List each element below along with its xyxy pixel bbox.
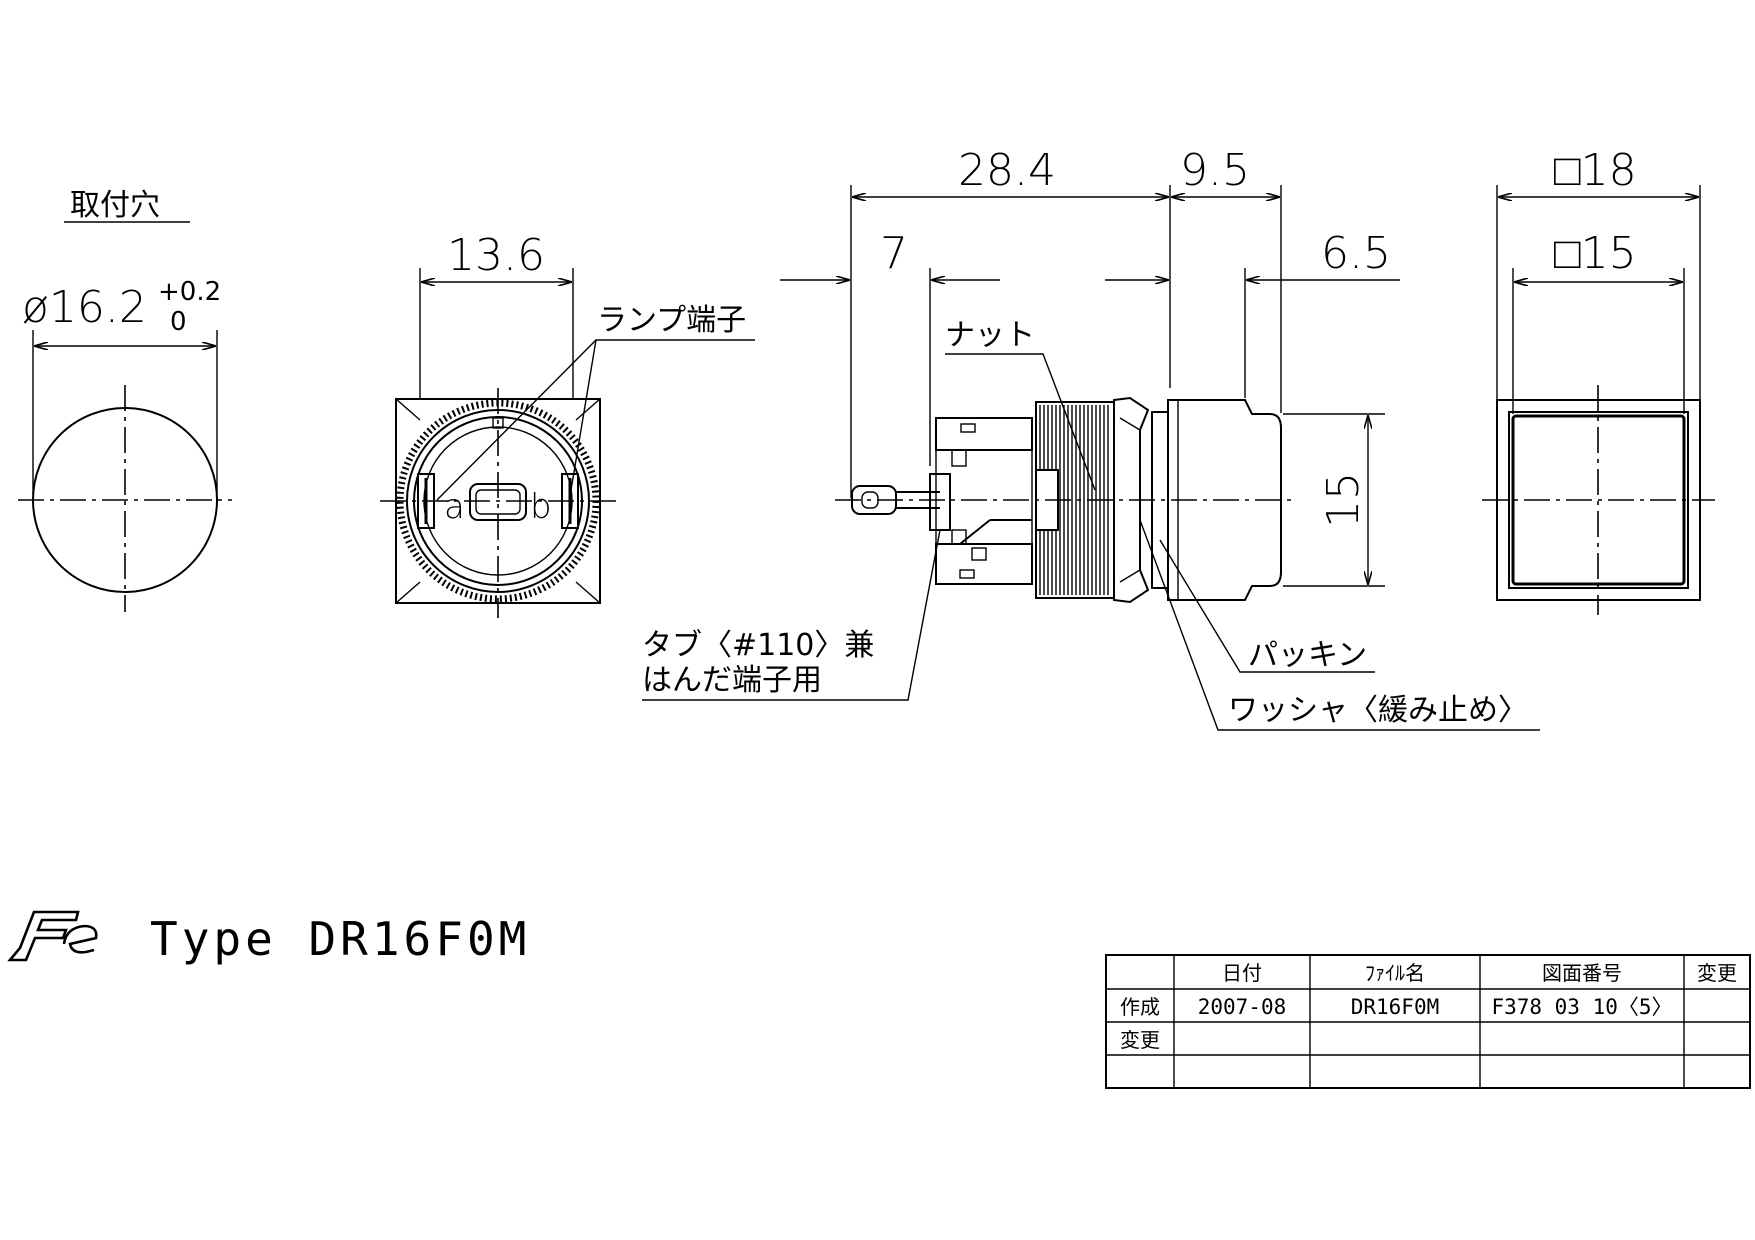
tab-terminal-label-2: はんだ端子用: [642, 663, 822, 698]
row-created-date: 2007-08: [1198, 995, 1287, 1019]
front-length-dimension: 9.5: [1180, 145, 1250, 196]
header-file-name: ﾌｧｲﾙ名: [1365, 961, 1425, 985]
bezel-depth-dimension: 6.5: [1321, 228, 1391, 279]
inner-square-dimension: □15: [1554, 228, 1637, 279]
fe-logo: [7, 910, 98, 962]
tab-length-dimension: 7: [880, 228, 908, 279]
title-block: 日付 ﾌｧｲﾙ名 図面番号 変更 作成 2007-08 DR16F0M F378…: [1105, 954, 1751, 1089]
mounting-hole-view: 取付穴 ø16.2 +0.2 0: [18, 188, 232, 612]
washer-label: ワッシャ〈緩み止め〉: [1228, 693, 1528, 728]
packing-label: パッキン: [1248, 638, 1367, 673]
rear-view: 13.6 ランプ端子 a b: [380, 230, 755, 618]
title-area: Type DR16F0M: [7, 910, 530, 966]
hole-tolerance-plus: +0.2: [158, 277, 221, 307]
header-drawing-number: 図面番号: [1542, 961, 1622, 985]
terminal-b-label: b: [530, 487, 552, 527]
row-created-label: 作成: [1120, 995, 1160, 1019]
hole-tolerance-minus: 0: [170, 307, 187, 337]
row-changed-label: 変更: [1120, 1028, 1160, 1052]
outer-square-dimension: □18: [1554, 145, 1637, 196]
tab-terminal-label-1: タブ〈#110〉兼: [642, 628, 874, 663]
front-view: □18 □15: [1482, 145, 1715, 615]
type-label: Type DR16F0M: [150, 912, 530, 966]
terminal-a-label: a: [444, 487, 465, 527]
nut-label: ナット: [945, 318, 1035, 353]
height-dimension: 15: [1318, 472, 1369, 528]
header-date: 日付: [1222, 961, 1262, 985]
header-revision: 変更: [1697, 961, 1737, 985]
hole-diameter-dimension: ø16.2: [22, 282, 147, 333]
row-created-file: DR16F0M: [1351, 995, 1440, 1019]
lamp-terminal-label: ランプ端子: [597, 303, 746, 338]
total-length-dimension: 28.4: [958, 145, 1056, 196]
front-bezel: [1167, 399, 1282, 601]
mounting-hole-title: 取付穴: [70, 188, 160, 223]
side-view: 28.4 9.5 7 6.5 15: [642, 145, 1540, 731]
row-created-drawing-number: F378 03 10〈5〉: [1491, 995, 1672, 1019]
rear-width-dimension: 13.6: [447, 230, 545, 281]
